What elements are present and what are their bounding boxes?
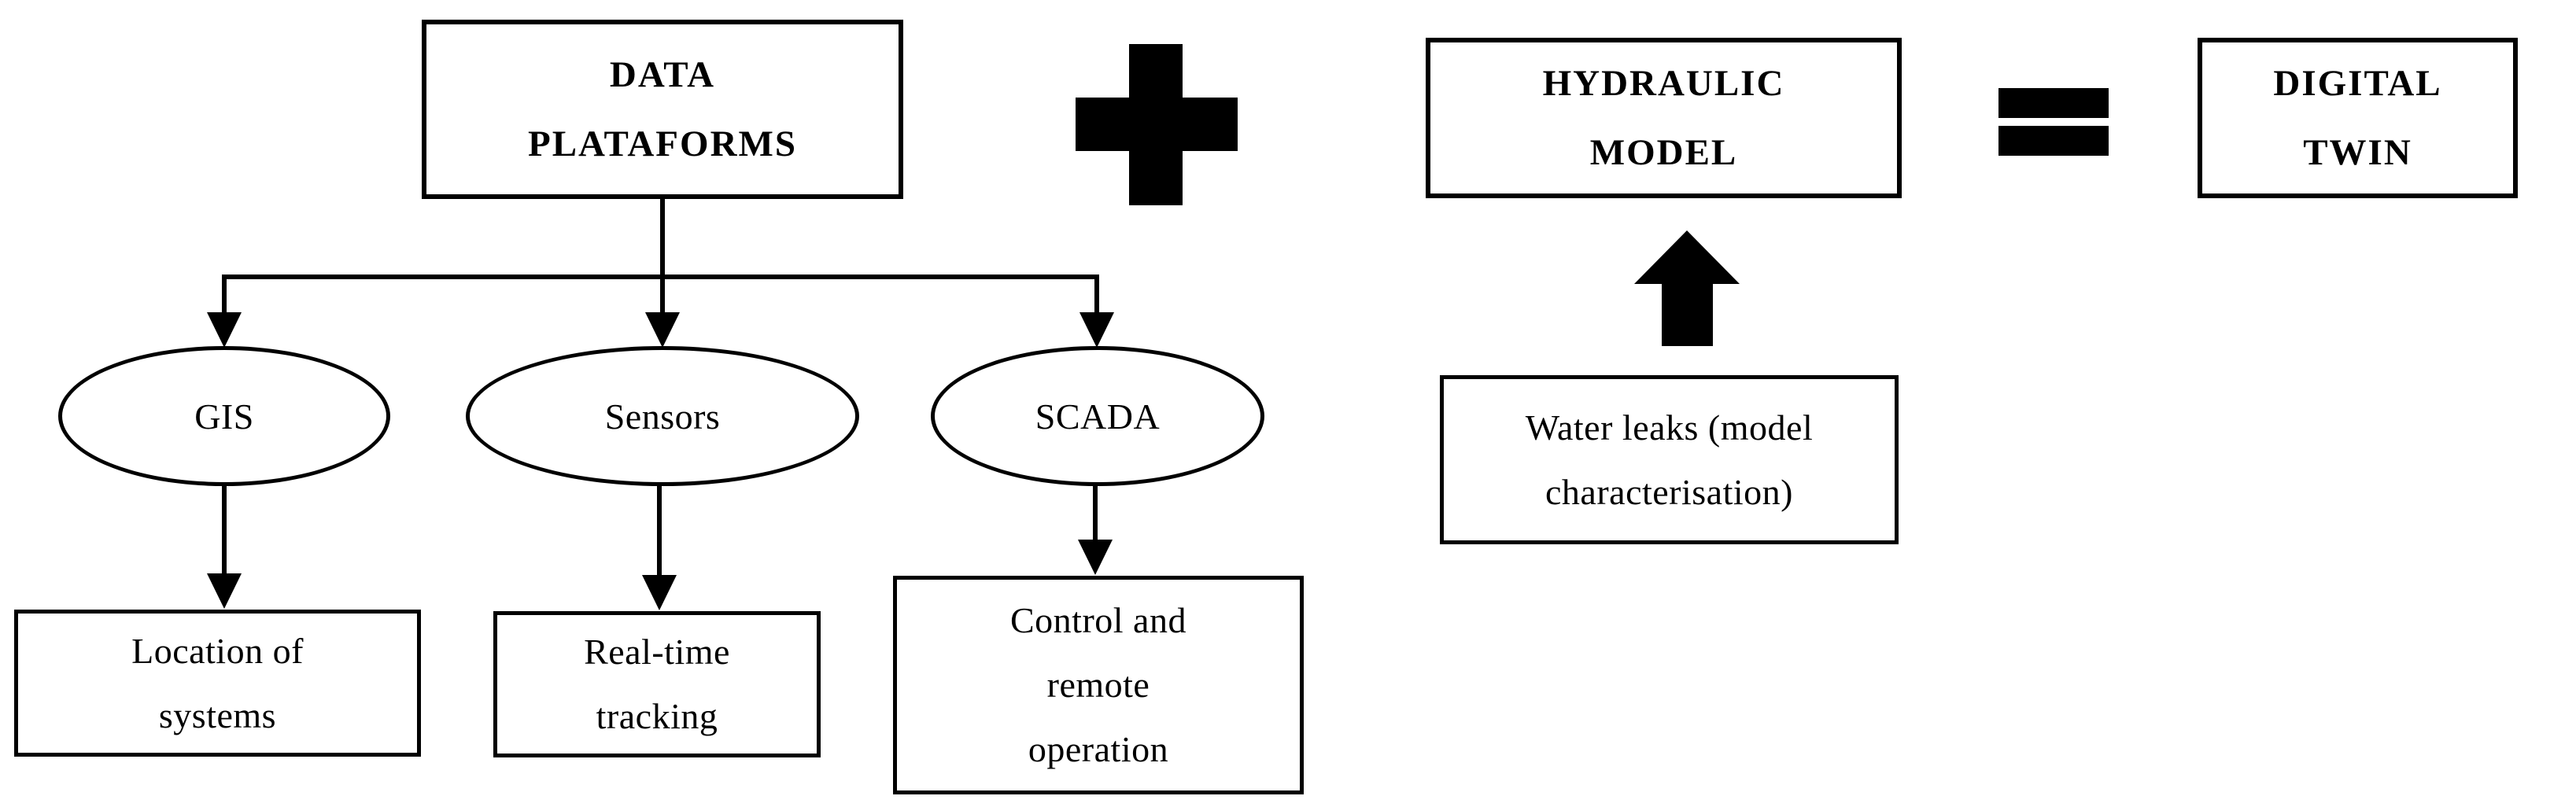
connector-scada-to-control <box>1093 485 1098 540</box>
water-leaks-line2: characterisation) <box>1545 471 1793 512</box>
scada-label: SCADA <box>1035 396 1161 437</box>
up-arrow-stem <box>1662 282 1713 346</box>
connector-drop-scada <box>1094 275 1099 315</box>
control-line1: Control and <box>1010 600 1187 640</box>
hydraulic-model-line2: MODEL <box>1589 132 1738 173</box>
digital-twin-box: DIGITAL TWIN <box>2198 38 2518 198</box>
connector-drop-sensors <box>660 275 665 315</box>
hydraulic-model-box: HYDRAULIC MODEL <box>1426 38 1902 198</box>
sensors-label: Sensors <box>604 396 721 437</box>
control-remote-operation-box: Control and remote operation <box>893 576 1304 794</box>
water-leaks-box: Water leaks (model characterisation) <box>1440 375 1899 544</box>
location-line1: Location of <box>131 630 304 671</box>
scada-ellipse: SCADA <box>931 346 1264 486</box>
real-time-tracking-box: Real-time tracking <box>493 611 821 757</box>
tracking-line2: tracking <box>596 696 718 736</box>
digital-twin-line1: DIGITAL <box>2273 63 2442 104</box>
plus-icon-horizontal-bar <box>1076 98 1238 151</box>
tracking-line1: Real-time <box>584 632 730 672</box>
arrowhead-to-control-icon <box>1078 540 1113 575</box>
arrowhead-to-scada-icon <box>1079 312 1114 348</box>
connector-gis-to-location <box>222 485 227 574</box>
equals-icon-bottom-bar <box>1998 126 2109 156</box>
equals-icon-top-bar <box>1998 88 2109 118</box>
location-of-systems-box: Location of systems <box>14 610 421 757</box>
connector-stem-data-platforms <box>660 199 665 279</box>
arrowhead-to-location-icon <box>207 573 242 609</box>
control-line3: operation <box>1028 729 1169 769</box>
data-platforms-box: DATA PLATAFORMS <box>422 20 903 199</box>
sensors-ellipse: Sensors <box>466 346 859 486</box>
connector-drop-gis <box>222 275 227 315</box>
water-leaks-line1: Water leaks (model <box>1525 407 1814 448</box>
arrowhead-to-tracking-icon <box>642 575 677 610</box>
up-arrow-head <box>1634 230 1740 284</box>
data-platforms-line2: PLATAFORMS <box>527 123 798 164</box>
hydraulic-model-line1: HYDRAULIC <box>1542 63 1785 104</box>
digital-twin-line2: TWIN <box>2303 132 2412 173</box>
control-line2: remote <box>1046 665 1150 705</box>
connector-sensors-to-tracking <box>657 485 662 576</box>
arrowhead-to-gis-icon <box>207 312 242 348</box>
arrowhead-to-sensors-icon <box>645 312 680 348</box>
gis-ellipse: GIS <box>58 346 390 486</box>
data-platforms-line1: DATA <box>609 54 716 95</box>
location-line2: systems <box>158 695 277 735</box>
gis-label: GIS <box>194 396 254 437</box>
